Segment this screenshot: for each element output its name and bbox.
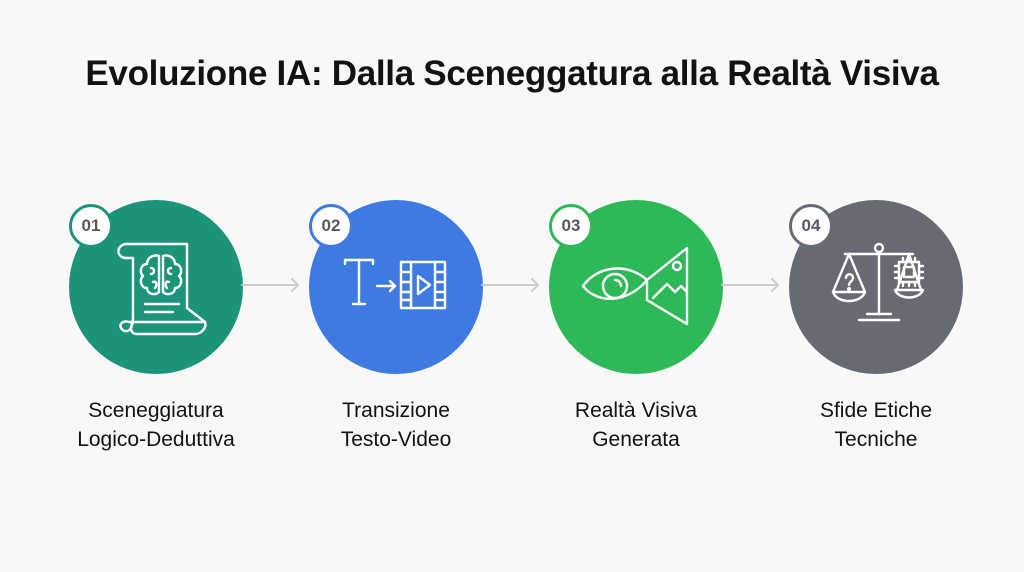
step-4-label-line2: Tecniche bbox=[834, 428, 918, 451]
scale-chip-icon bbox=[831, 242, 925, 322]
step-2-label-line1: Transizione bbox=[342, 399, 450, 422]
step-1-number: 01 bbox=[69, 204, 113, 248]
step-3-label-line1: Realtà Visiva bbox=[574, 399, 698, 422]
arrow-1-icon bbox=[241, 278, 299, 292]
page-title: Evoluzione IA: Dalla Sceneggatura alla R… bbox=[85, 54, 939, 93]
step-1: 01 Sceneggiatura Logico-Deduttiva bbox=[35, 200, 275, 451]
step-3-label: Realtà Visiva Generata bbox=[515, 396, 757, 454]
arrow-3-icon bbox=[721, 278, 779, 292]
step-2-label: Transizione Testo-Video bbox=[275, 396, 517, 454]
step-1-label: Sceneggiatura Logico-Deduttiva bbox=[35, 396, 277, 454]
step-1-label-line1: Sceneggiatura bbox=[88, 399, 224, 422]
step-4-label-line1: Sfide Etiche bbox=[819, 399, 933, 422]
eye-image-icon bbox=[581, 246, 689, 326]
step-2-number: 02 bbox=[309, 204, 353, 248]
step-4: 04 Sfide Etiche Tecniche bbox=[755, 200, 995, 451]
step-4-label: Sfide Etiche Tecniche bbox=[755, 396, 997, 454]
step-3-number: 03 bbox=[549, 204, 593, 248]
step-2: 02 Transizione Testo-Video bbox=[275, 200, 515, 451]
arrow-2-icon bbox=[481, 278, 539, 292]
step-3: 03 Realtà Visiva Generata bbox=[515, 200, 755, 451]
step-1-label-line2: Logico-Deduttiva bbox=[77, 428, 235, 451]
step-2-label-line2: Testo-Video bbox=[340, 428, 452, 451]
scroll-brain-icon bbox=[117, 242, 207, 336]
step-4-number: 04 bbox=[789, 204, 833, 248]
step-3-label-line2: Generata bbox=[592, 428, 680, 451]
text-to-video-icon bbox=[343, 258, 447, 310]
